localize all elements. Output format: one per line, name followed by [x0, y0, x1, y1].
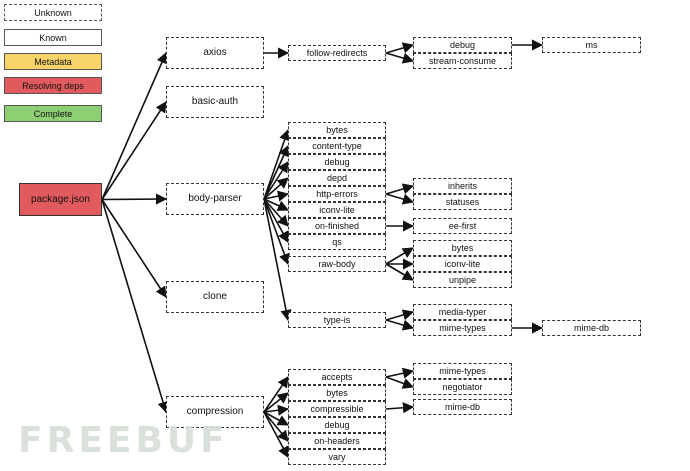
- node-compressible[interactable]: compressible: [288, 401, 386, 417]
- edge-body_parser-to-debug_2: [263, 161, 289, 200]
- edge-compression-to-debug_3: [263, 411, 289, 426]
- node-mime-db[interactable]: mime-db: [413, 399, 512, 415]
- node-mime-types[interactable]: mime-types: [413, 363, 512, 379]
- edge-compression-to-compressible: [263, 404, 290, 416]
- node-stream-consume[interactable]: stream-consume: [413, 53, 512, 69]
- node-compression[interactable]: compression: [166, 396, 264, 428]
- edge-body_parser-to-http_errors: [263, 190, 290, 202]
- node-bytes[interactable]: bytes: [288, 122, 386, 138]
- edge-accepts-to-negotiator: [385, 376, 415, 389]
- node-qs[interactable]: qs: [288, 234, 386, 250]
- edge-type_is-to-mime_types_1: [385, 319, 415, 331]
- node-media-typer[interactable]: media-typer: [413, 304, 512, 320]
- node-http-errors[interactable]: http-errors: [288, 186, 386, 202]
- edge-accepts-to-mime_types_2: [385, 367, 415, 379]
- node-bytes[interactable]: bytes: [288, 385, 386, 401]
- legend-resolving-deps: Resolving deps: [4, 77, 102, 94]
- edge-body_parser-to-type_is: [263, 198, 292, 322]
- edge-http_errors-to-inherits: [385, 183, 415, 195]
- edge-compressible-to-mime_db_2: [385, 402, 415, 414]
- legend-unknown: Unknown: [4, 4, 102, 21]
- edge-body_parser-to-depd: [263, 177, 289, 200]
- node-iconv-lite[interactable]: iconv-lite: [413, 256, 512, 272]
- node-mime-types[interactable]: mime-types: [413, 320, 512, 336]
- edge-body_parser-to-bytes_1: [263, 128, 290, 200]
- edge-compression-to-on_headers: [263, 411, 289, 442]
- edge-body_parser-to-content_type: [263, 144, 289, 200]
- edge-type_is-to-media_typer: [385, 309, 415, 321]
- edge-compression-to-vary: [263, 411, 289, 458]
- edge-body_parser-to-qs: [263, 198, 289, 243]
- node-body-parser[interactable]: body-parser: [166, 183, 264, 215]
- edge-root-to-compression: [101, 199, 169, 414]
- node-negotiator[interactable]: negotiator: [413, 379, 512, 395]
- legend-metadata: Metadata: [4, 53, 102, 70]
- edge-raw_body-to-bytes_2: [385, 247, 414, 265]
- freebuf-watermark: FREEBUF: [18, 420, 229, 461]
- node-statuses[interactable]: statuses: [413, 194, 512, 210]
- node-bytes[interactable]: bytes: [413, 240, 512, 256]
- node-package-json[interactable]: package.json: [19, 183, 102, 216]
- edge-compression-to-bytes_3: [263, 392, 289, 413]
- edge-root-to-clone: [101, 199, 167, 298]
- node-type-is[interactable]: type-is: [288, 312, 386, 328]
- legend-known: Known: [4, 29, 102, 46]
- node-basic-auth[interactable]: basic-auth: [166, 86, 264, 118]
- node-on-finished[interactable]: on-finished: [288, 218, 386, 234]
- edge-follow_redirects-to-stream_consume: [385, 52, 415, 64]
- node-inherits[interactable]: inherits: [413, 178, 512, 194]
- node-clone[interactable]: clone: [166, 281, 264, 313]
- edge-root-to-body_parser: [101, 193, 168, 205]
- node-content-type[interactable]: content-type: [288, 138, 386, 154]
- node-debug[interactable]: debug: [413, 37, 512, 53]
- node-debug[interactable]: debug: [288, 154, 386, 170]
- node-ms[interactable]: ms: [542, 37, 641, 53]
- edge-follow_redirects-to-debug_1: [385, 42, 415, 54]
- edge-raw_body-to-unpipe: [385, 263, 414, 281]
- node-debug[interactable]: debug: [288, 417, 386, 433]
- node-iconv-lite[interactable]: iconv-lite: [288, 202, 386, 218]
- edge-body_parser-to-on_finished: [263, 198, 289, 227]
- node-accepts[interactable]: accepts: [288, 369, 386, 385]
- edge-compression-to-accepts: [263, 376, 289, 413]
- edge-root-to-basic_auth: [101, 101, 167, 200]
- node-unpipe[interactable]: unpipe: [413, 272, 512, 288]
- edge-body_parser-to-iconv_lite_1: [263, 198, 290, 211]
- node-follow-redirects[interactable]: follow-redirects: [288, 45, 386, 61]
- legend-complete: Complete: [4, 105, 102, 122]
- node-axios[interactable]: axios: [166, 37, 264, 69]
- node-depd[interactable]: depd: [288, 170, 386, 186]
- node-raw-body[interactable]: raw-body: [288, 256, 386, 272]
- node-mime-db[interactable]: mime-db: [542, 320, 641, 336]
- edge-root-to-axios: [101, 51, 168, 200]
- edge-http_errors-to-statuses: [385, 193, 415, 205]
- node-on-headers[interactable]: on-headers: [288, 433, 386, 449]
- node-vary[interactable]: vary: [288, 449, 386, 465]
- edge-body_parser-to-raw_body: [263, 198, 290, 266]
- node-ee-first[interactable]: ee-first: [413, 218, 512, 234]
